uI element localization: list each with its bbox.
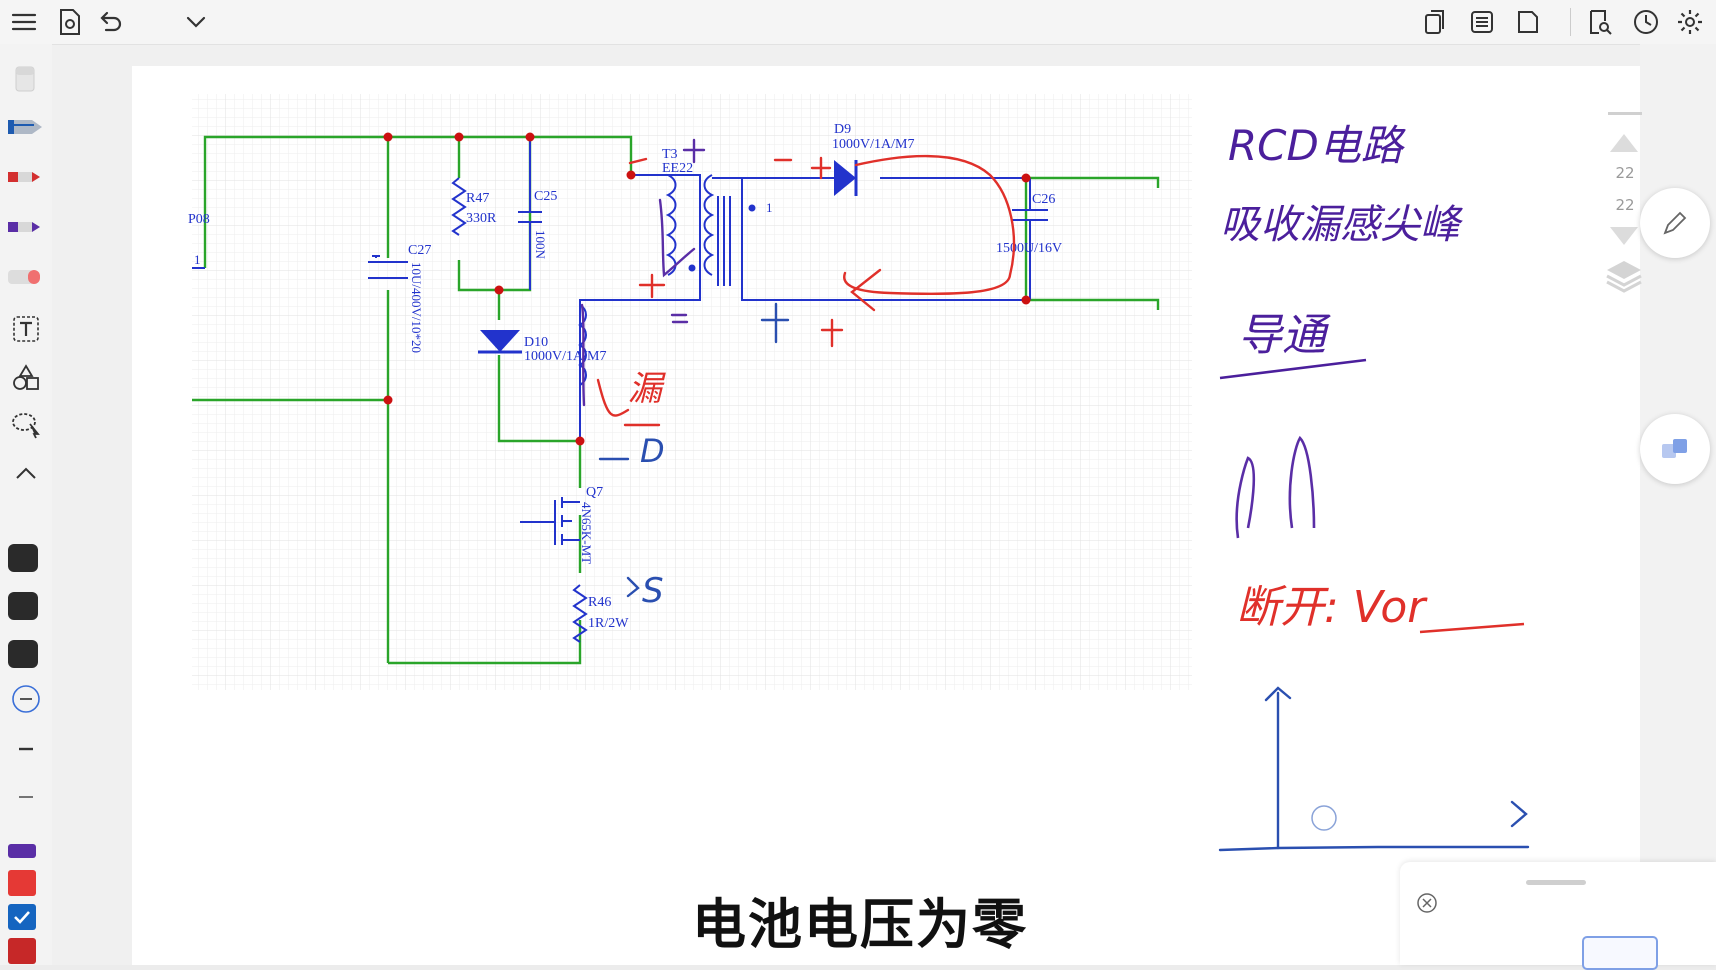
stroke-thin-icon[interactable] <box>4 730 48 768</box>
scroll-handle-top <box>1608 112 1642 115</box>
page-current: 22 <box>1615 164 1635 182</box>
color-swatch-1[interactable] <box>8 544 38 572</box>
video-subtitle: 电池电压为零 <box>692 893 1028 956</box>
underline-conduct <box>1219 358 1367 380</box>
label-c25: C25 <box>534 189 557 204</box>
label-c25-value: 100N <box>533 230 548 260</box>
list-icon[interactable] <box>1466 6 1498 38</box>
label-c27-value: 10U/400V/10*20 <box>409 262 424 353</box>
color-red[interactable] <box>8 870 36 896</box>
page-total: 22 <box>1615 196 1635 214</box>
label-p08: P08 <box>188 212 210 227</box>
copy-pages-icon[interactable] <box>1420 6 1452 38</box>
edit-pencil-button[interactable] <box>1640 188 1710 258</box>
label-d10-value: 1000V/1A/M7 <box>524 349 606 364</box>
page-up-icon[interactable] <box>1606 130 1642 161</box>
label-d9: D9 <box>834 122 851 137</box>
note-rcd-desc: 吸收漏感尖峰 <box>1220 202 1463 248</box>
layers-icon[interactable] <box>1604 258 1644 299</box>
page-down-icon[interactable] <box>1606 224 1642 253</box>
translate-icon <box>1662 439 1687 458</box>
color-purple[interactable] <box>8 844 36 858</box>
underline-vor <box>1419 622 1525 634</box>
label-c26: C26 <box>1032 192 1055 207</box>
cursor-circle <box>1311 805 1337 831</box>
label-d9-value: 1000V/1A/M7 <box>832 137 914 152</box>
mini-preview-panel <box>1400 862 1716 970</box>
page-thumbnail[interactable] <box>1582 936 1658 970</box>
note-switch-off: 断开: Vor <box>1236 582 1428 633</box>
label-t3-pin: 1 <box>766 200 773 215</box>
label-t3-value: EE22 <box>662 161 693 176</box>
history-icon[interactable] <box>1630 6 1662 38</box>
note-conduct: 导通 <box>1238 310 1331 361</box>
dot-primary <box>688 264 696 272</box>
blue-annotations <box>598 302 1530 852</box>
undo-icon[interactable] <box>94 6 126 38</box>
translate-button[interactable] <box>1640 414 1710 484</box>
dot-secondary <box>748 204 756 212</box>
left-toolbar <box>0 44 52 965</box>
menu-icon[interactable] <box>8 6 40 38</box>
page-icon[interactable] <box>1512 6 1544 38</box>
red-annotations <box>596 154 1016 427</box>
pencil-icon <box>1663 211 1687 235</box>
document-settings-icon[interactable] <box>54 6 86 38</box>
text-tool-icon[interactable] <box>4 310 48 348</box>
label-r47: R47 <box>466 191 489 206</box>
label-r46-value: 1R/2W <box>588 616 629 631</box>
purple-annotations <box>580 138 706 407</box>
note-source: S <box>642 571 664 611</box>
color-swatch-3[interactable] <box>8 640 38 668</box>
schematic-components <box>192 137 1048 643</box>
collapse-up-icon[interactable] <box>4 454 48 492</box>
close-icon[interactable] <box>1416 892 1438 914</box>
chevron-down-icon[interactable] <box>180 6 212 38</box>
label-p08-pin: 1 <box>194 252 201 267</box>
label-q7: Q7 <box>586 485 603 500</box>
shapes-icon[interactable] <box>4 358 48 396</box>
search-document-icon[interactable] <box>1584 6 1616 38</box>
eraser-icon[interactable] <box>4 60 48 98</box>
toolbar-divider <box>1570 8 1571 36</box>
label-r47-value: 330R <box>466 211 497 226</box>
highlighter-icon[interactable] <box>4 258 48 296</box>
stroke-thinner-icon[interactable] <box>4 778 48 816</box>
label-t3: T3 <box>662 147 678 162</box>
panel-drag-handle[interactable] <box>1526 880 1586 885</box>
color-blue-checked[interactable] <box>8 904 36 930</box>
color-swatch-2[interactable] <box>8 592 38 620</box>
settings-icon[interactable] <box>1674 6 1706 38</box>
diode-d9-body <box>834 160 856 196</box>
purple-pen-icon[interactable] <box>4 208 48 246</box>
top-toolbar <box>0 0 1716 45</box>
note-rcd-title: RCD电路 <box>1228 121 1406 170</box>
note-drain: D <box>640 432 665 470</box>
label-c26-value: 1500U/16V <box>996 241 1062 256</box>
red-pen-icon[interactable] <box>4 158 48 196</box>
stroke-width-circle-icon[interactable] <box>4 680 48 718</box>
fountain-pen-icon[interactable] <box>4 108 48 146</box>
label-q7-value: 4N65K-MT <box>579 502 594 564</box>
label-c27: C27 <box>408 243 431 258</box>
schematic-grid <box>192 94 1192 690</box>
junction-dots <box>383 132 1031 446</box>
lasso-icon[interactable] <box>4 406 48 444</box>
diode-d10-body <box>480 330 520 352</box>
label-r46: R46 <box>588 595 611 610</box>
label-d10: D10 <box>524 335 548 350</box>
pulse-sketch <box>1235 435 1316 539</box>
note-leak: 漏 <box>628 369 666 409</box>
color-dark-red[interactable] <box>8 938 36 964</box>
